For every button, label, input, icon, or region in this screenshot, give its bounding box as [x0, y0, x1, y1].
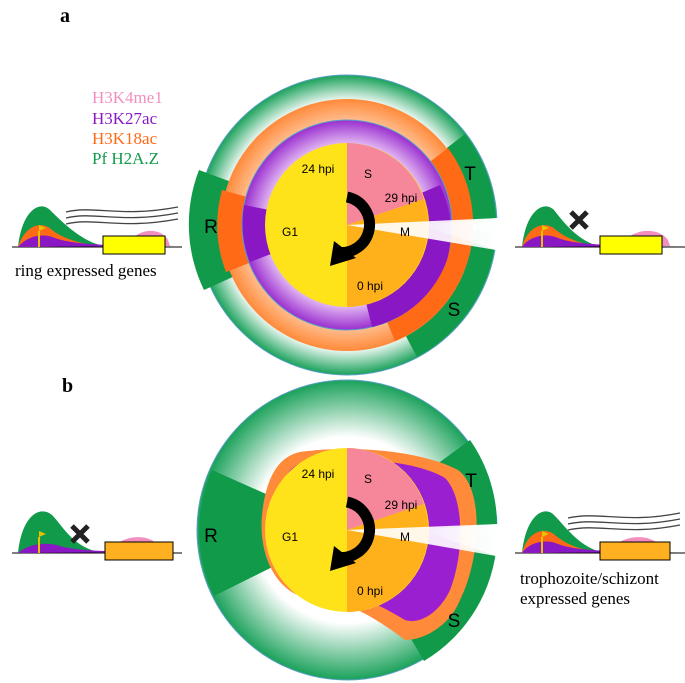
- stage-s-a: S: [448, 300, 461, 321]
- phase-g1-a: G1: [282, 225, 298, 239]
- stage-t-a: T: [464, 164, 476, 185]
- panel-label-b: b: [62, 375, 73, 397]
- ring-gene-diagram-a: [12, 206, 182, 255]
- legend-h3k18ac: H3K18ac: [92, 129, 158, 148]
- gene-box-a-left: [102, 235, 166, 255]
- tss-flag-icon: [39, 225, 46, 231]
- legend-h3k27ac: H3K27ac: [92, 109, 158, 128]
- cycle-wheel-b: 24 hpi S 29 hpi G1 M 0 hpi R T S: [196, 379, 499, 681]
- phase-s-a: S: [364, 167, 372, 181]
- phase-m-b: M: [400, 530, 410, 544]
- time-0-a: 0 hpi: [357, 279, 383, 293]
- legend-h2az: Pf H2A.Z: [92, 149, 159, 168]
- ring-gene-diagram-b: [12, 511, 182, 561]
- phase-s-b: S: [364, 472, 372, 486]
- blocked-x-icon-b: [70, 524, 90, 544]
- gene-box-b-left: [104, 541, 174, 561]
- blocked-x-icon: [569, 210, 589, 230]
- right-caption-b-line1: trophozoite/schizont: [520, 569, 659, 588]
- stage-s-b: S: [448, 611, 461, 632]
- time-24-a: 24 hpi: [302, 162, 335, 176]
- time-24-b: 24 hpi: [302, 467, 335, 481]
- time-29-a: 29 hpi: [385, 191, 418, 205]
- legend: H3K4me1 H3K27ac H3K18ac Pf H2A.Z: [92, 88, 163, 168]
- time-29-b: 29 hpi: [385, 498, 418, 512]
- arrowhead-a: [330, 241, 356, 266]
- time-0-b: 0 hpi: [357, 584, 383, 598]
- phase-g1-b: G1: [282, 530, 298, 544]
- stage-t-b: T: [465, 471, 477, 492]
- right-caption-b-line2: expressed genes: [520, 589, 630, 608]
- arrowhead-b: [330, 546, 356, 571]
- phase-m-a: M: [400, 225, 410, 239]
- panel-label-a: a: [60, 5, 70, 27]
- transcript-icon: [65, 206, 179, 213]
- cycle-wheel-a: 24 hpi S 29 hpi G1 M 0 hpi R T S: [188, 74, 499, 376]
- stage-r-a: R: [204, 217, 218, 238]
- legend-h3k4me1: H3K4me1: [92, 88, 163, 107]
- troph-gene-diagram-a: [515, 206, 685, 255]
- stage-r-b: R: [204, 526, 218, 547]
- left-caption-a: ring expressed genes: [15, 261, 157, 280]
- troph-gene-diagram-b: [515, 511, 685, 561]
